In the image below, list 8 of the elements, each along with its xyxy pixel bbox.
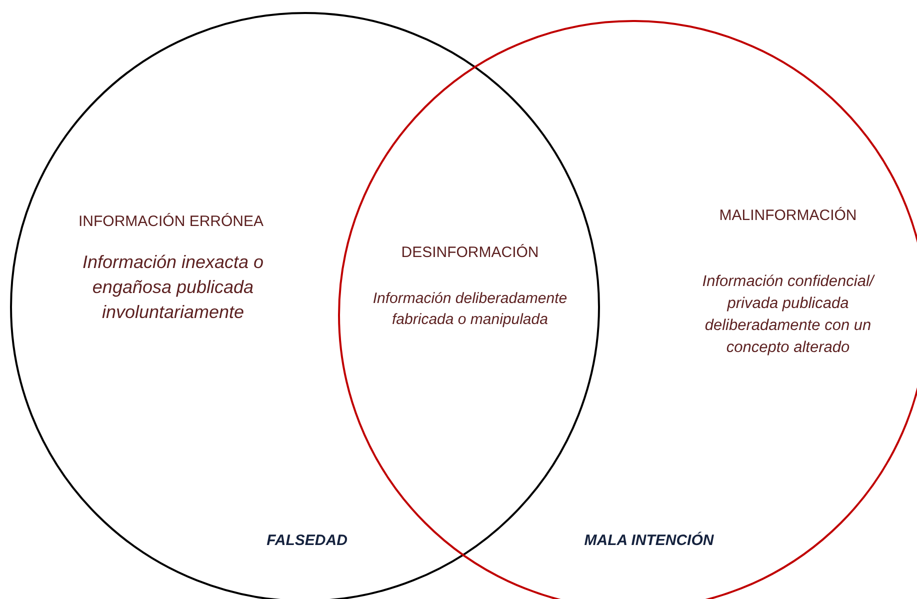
region-title: DESINFORMACIÓN — [400, 243, 540, 263]
region-title: INFORMACIÓN ERRÓNEA — [77, 212, 264, 232]
region-description: Información deliberadamente fabricada o manipulada — [372, 289, 568, 330]
circle-label: MALA INTENCIÓN — [583, 530, 715, 551]
region-title: MALINFORMACIÓN — [718, 206, 858, 226]
region-description: Información confidencial/ privada publicada deliberadamente con un concepto alterado — [701, 272, 876, 358]
region-description: Información inexacta o engañosa publicada involuntariamente — [81, 251, 265, 324]
circle-label: FALSEDAD — [266, 531, 348, 551]
